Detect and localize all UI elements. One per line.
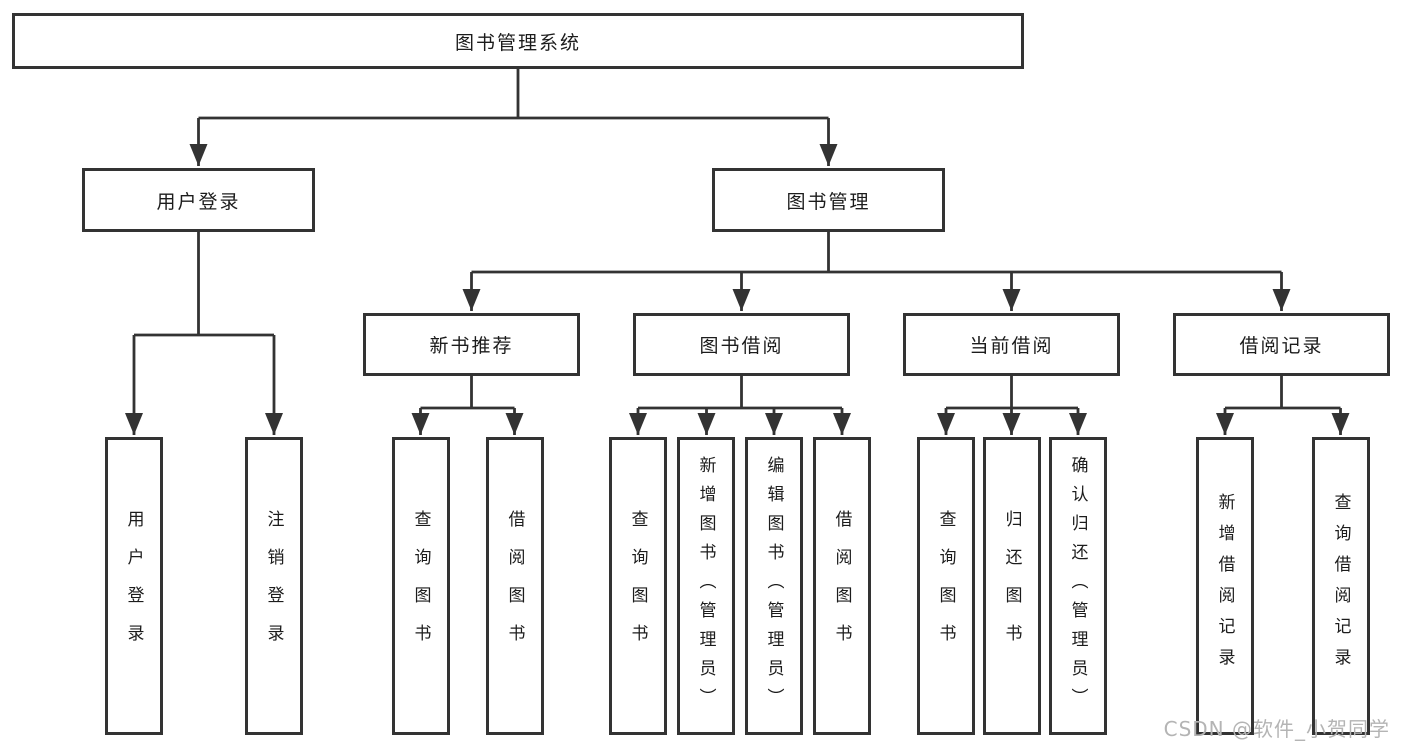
leaf-borrow-add-book-admin-label: 新增图书（管理员） [695,455,716,717]
connector-user-login-elbow [134,232,274,337]
leaf-borrow-edit-book-admin: 编辑图书（管理员） [745,437,803,735]
leaf-logout-login-label: 注销登录 [263,510,284,662]
leaf-borrow-edit-book-admin-label: 编辑图书（管理员） [763,455,784,717]
leaf-user-login-label: 用户登录 [123,510,144,662]
connector-records-elbow [1225,376,1341,410]
node-book-management: 图书管理 [712,168,945,232]
node-book-management-label: 图书管理 [786,190,871,213]
node-new-book-recommend-label: 新书推荐 [429,335,514,357]
leaf-recommend-query-book-label: 查询图书 [410,510,431,662]
leaf-current-return-book: 归还图书 [983,437,1041,735]
leaf-borrow-query-book: 查询图书 [609,437,667,735]
node-book-borrow: 图书借阅 [633,313,850,376]
leaf-borrow-add-book-admin: 新增图书（管理员） [677,437,735,735]
leaf-user-login: 用户登录 [105,437,163,735]
node-current-borrow-label: 当前借阅 [969,335,1054,357]
node-root: 图书管理系统 [12,13,1024,69]
leaf-current-confirm-return-admin: 确认归还（管理员） [1049,437,1107,735]
leaf-recommend-borrow-book: 借阅图书 [486,437,544,735]
connector-current-elbow [946,376,1078,410]
leaf-recommend-borrow-book-label: 借阅图书 [504,510,525,662]
leaf-borrow-borrow-book: 借阅图书 [813,437,871,735]
node-user-login: 用户登录 [82,168,315,232]
connector-book-management-elbow [471,232,1282,274]
leaf-logout-login: 注销登录 [245,437,303,735]
connector-borrow-elbow [638,376,842,410]
leaf-records-query-record-label: 查询借阅记录 [1330,493,1351,679]
node-user-login-label: 用户登录 [156,190,241,213]
leaf-current-return-book-label: 归还图书 [1001,510,1022,662]
csdn-watermark: CSDN @软件_小贺同学 [1163,717,1390,741]
node-book-borrow-label: 图书借阅 [699,335,784,357]
leaf-current-query-book: 查询图书 [917,437,975,735]
node-current-borrow: 当前借阅 [903,313,1120,376]
leaf-current-query-book-label: 查询图书 [935,510,956,662]
node-borrow-records-label: 借阅记录 [1239,335,1324,357]
leaf-borrow-borrow-book-label: 借阅图书 [831,510,852,662]
connector-root-elbow [198,69,829,120]
leaf-records-add-record-label: 新增借阅记录 [1214,493,1235,679]
leaf-recommend-query-book: 查询图书 [392,437,450,735]
node-root-label: 图书管理系统 [454,31,581,54]
leaf-records-add-record: 新增借阅记录 [1196,437,1254,735]
node-new-book-recommend: 新书推荐 [363,313,580,376]
leaf-current-confirm-return-admin-label: 确认归还（管理员） [1067,455,1088,717]
node-borrow-records: 借阅记录 [1173,313,1390,376]
connector-recommend-elbow [420,376,515,410]
leaf-borrow-query-book-label: 查询图书 [627,510,648,662]
leaf-records-query-record: 查询借阅记录 [1312,437,1370,735]
